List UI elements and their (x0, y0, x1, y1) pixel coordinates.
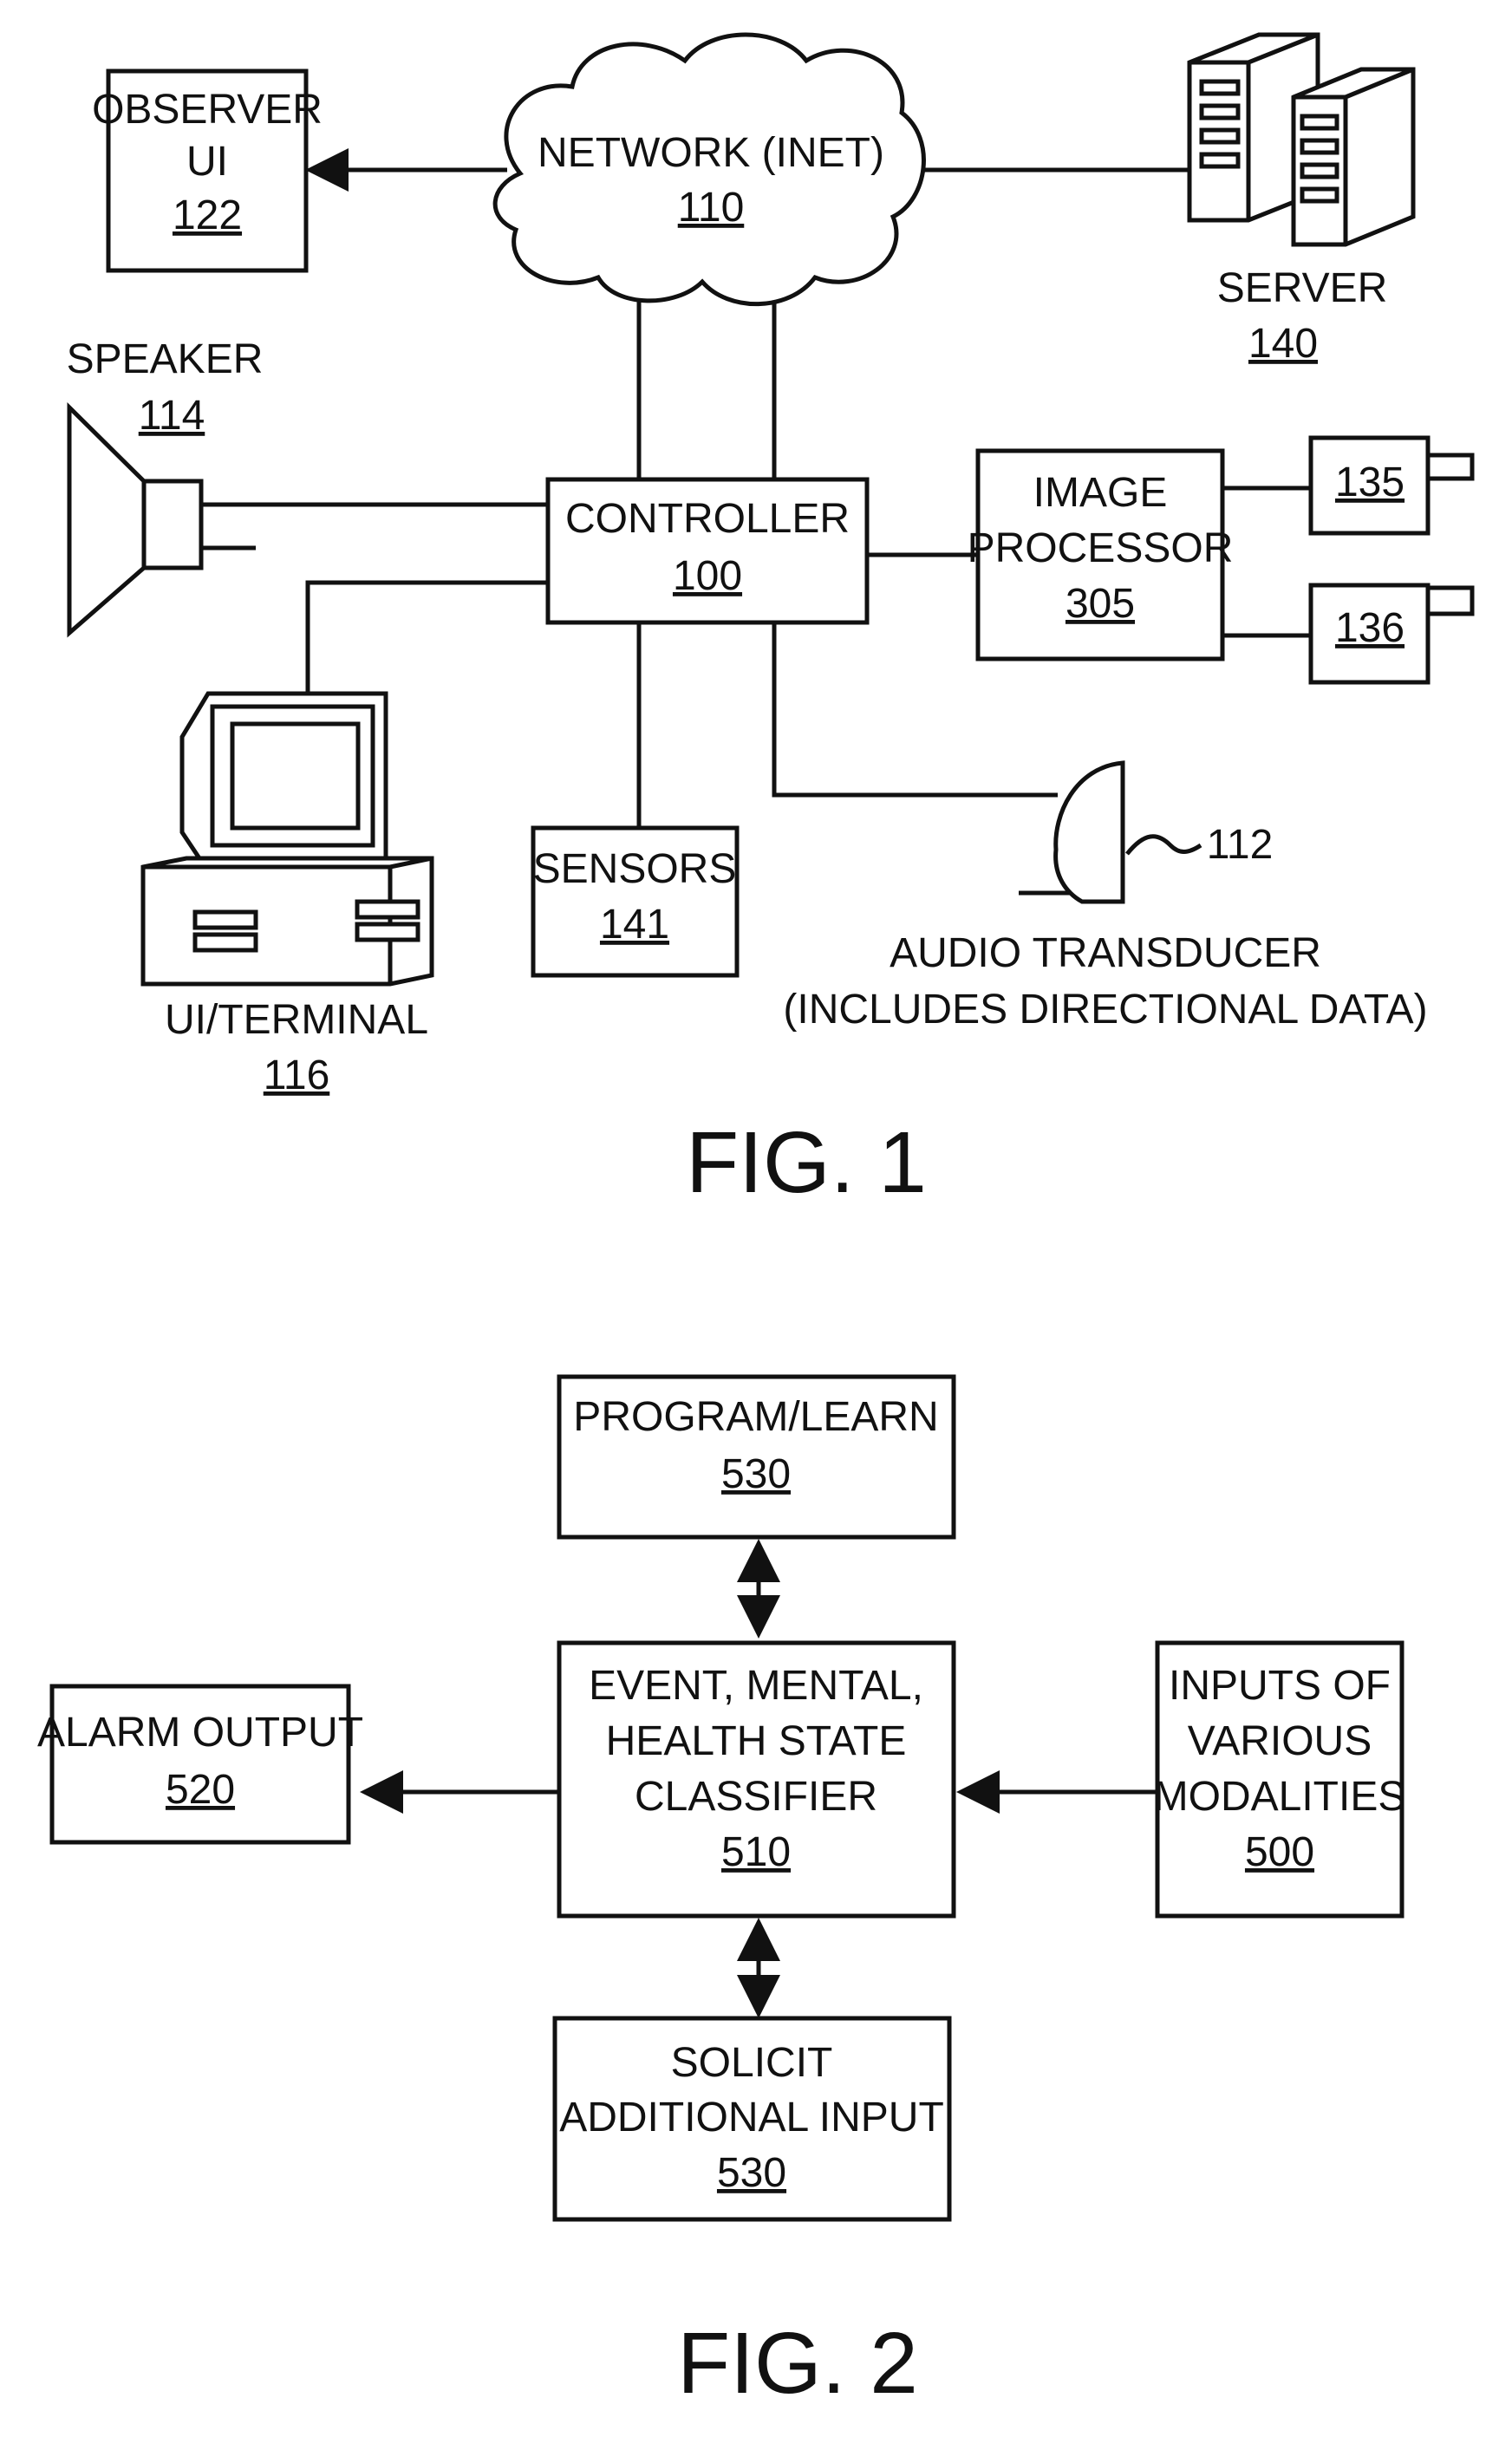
classifier-ref: 510 (721, 1829, 791, 1875)
classifier-label-1: EVENT, MENTAL, (589, 1663, 923, 1709)
audio-transducer-label-2: (INCLUDES DIRECTIONAL DATA) (783, 987, 1427, 1033)
computer-terminal-icon (143, 694, 432, 984)
program-learn-label: PROGRAM/LEARN (573, 1394, 938, 1440)
figure-1: OBSERVER UI 122 NETWORK (INET) 110 (67, 35, 1472, 1211)
network-ref: 110 (678, 185, 745, 231)
observer-ui-label-2: UI (186, 139, 228, 185)
solicit-box: SOLICIT ADDITIONAL INPUT 530 (555, 2018, 949, 2219)
camera-icon (1428, 588, 1472, 614)
image-processor-label-2: PROCESSOR (968, 525, 1234, 571)
program-learn-ref: 530 (721, 1451, 791, 1497)
classifier-label-3: CLASSIFIER (635, 1774, 877, 1820)
speaker-ref: 114 (139, 393, 205, 439)
server-icon (1189, 35, 1413, 244)
controller-label: CONTROLLER (565, 496, 850, 542)
inputs-label-1: INPUTS OF (1169, 1663, 1391, 1709)
inputs-label-3: MODALITIES (1154, 1774, 1406, 1820)
sensors-label: SENSORS (533, 846, 737, 892)
program-learn-box: PROGRAM/LEARN 530 (559, 1377, 954, 1537)
network-cloud: NETWORK (INET) 110 (495, 35, 923, 304)
terminal-controller-line (308, 583, 548, 702)
alarm-output-ref: 520 (166, 1767, 235, 1813)
alarm-output-box: ALARM OUTPUT 520 (37, 1686, 363, 1842)
solicit-label-1: SOLICIT (671, 2040, 833, 2086)
controller-ref: 100 (673, 553, 742, 599)
audio-transducer-ref: 112 (1207, 822, 1274, 868)
image-processor-box: IMAGE PROCESSOR 305 (968, 451, 1234, 659)
camera-136: 136 (1311, 585, 1472, 682)
sensors-ref: 141 (600, 902, 669, 948)
ui-terminal-ref: 116 (264, 1052, 330, 1098)
speaker-icon (69, 407, 201, 633)
classifier-label-2: HEALTH STATE (606, 1718, 907, 1764)
classifier-box: EVENT, MENTAL, HEALTH STATE CLASSIFIER 5… (559, 1643, 954, 1916)
camera-135-ref: 135 (1335, 459, 1404, 505)
solicit-label-2: ADDITIONAL INPUT (559, 2095, 944, 2141)
audio-transducer-label-1: AUDIO TRANSDUCER (890, 930, 1321, 976)
observer-ui-ref: 122 (173, 192, 242, 238)
camera-135: 135 (1311, 438, 1472, 533)
fig1-caption: FIG. 1 (686, 1114, 927, 1211)
image-processor-label-1: IMAGE (1033, 470, 1168, 516)
fig2-caption: FIG. 2 (677, 2315, 918, 2412)
controller-box: CONTROLLER 100 (548, 479, 867, 622)
camera-136-ref: 136 (1335, 605, 1404, 651)
observer-ui-box: OBSERVER UI 122 (92, 71, 323, 270)
server-label: SERVER (1217, 265, 1388, 311)
inputs-ref: 500 (1245, 1829, 1314, 1875)
camera-icon (1428, 455, 1472, 479)
image-processor-ref: 305 (1066, 581, 1135, 627)
speaker-label: SPEAKER (67, 336, 264, 382)
network-label: NETWORK (INET) (538, 130, 884, 176)
sensors-box: SENSORS 141 (533, 828, 737, 975)
observer-ui-label-1: OBSERVER (92, 87, 323, 133)
solicit-ref: 530 (717, 2150, 786, 2196)
ui-terminal-label: UI/TERMINAL (165, 997, 428, 1043)
figure-2: PROGRAM/LEARN 530 EVENT, MENTAL, HEALTH … (37, 1377, 1405, 2412)
server-ref: 140 (1248, 321, 1318, 367)
inputs-box: INPUTS OF VARIOUS MODALITIES 500 (1154, 1643, 1406, 1916)
microphone-icon (1019, 763, 1201, 902)
alarm-output-label: ALARM OUTPUT (37, 1710, 363, 1756)
inputs-label-2: VARIOUS (1188, 1718, 1372, 1764)
